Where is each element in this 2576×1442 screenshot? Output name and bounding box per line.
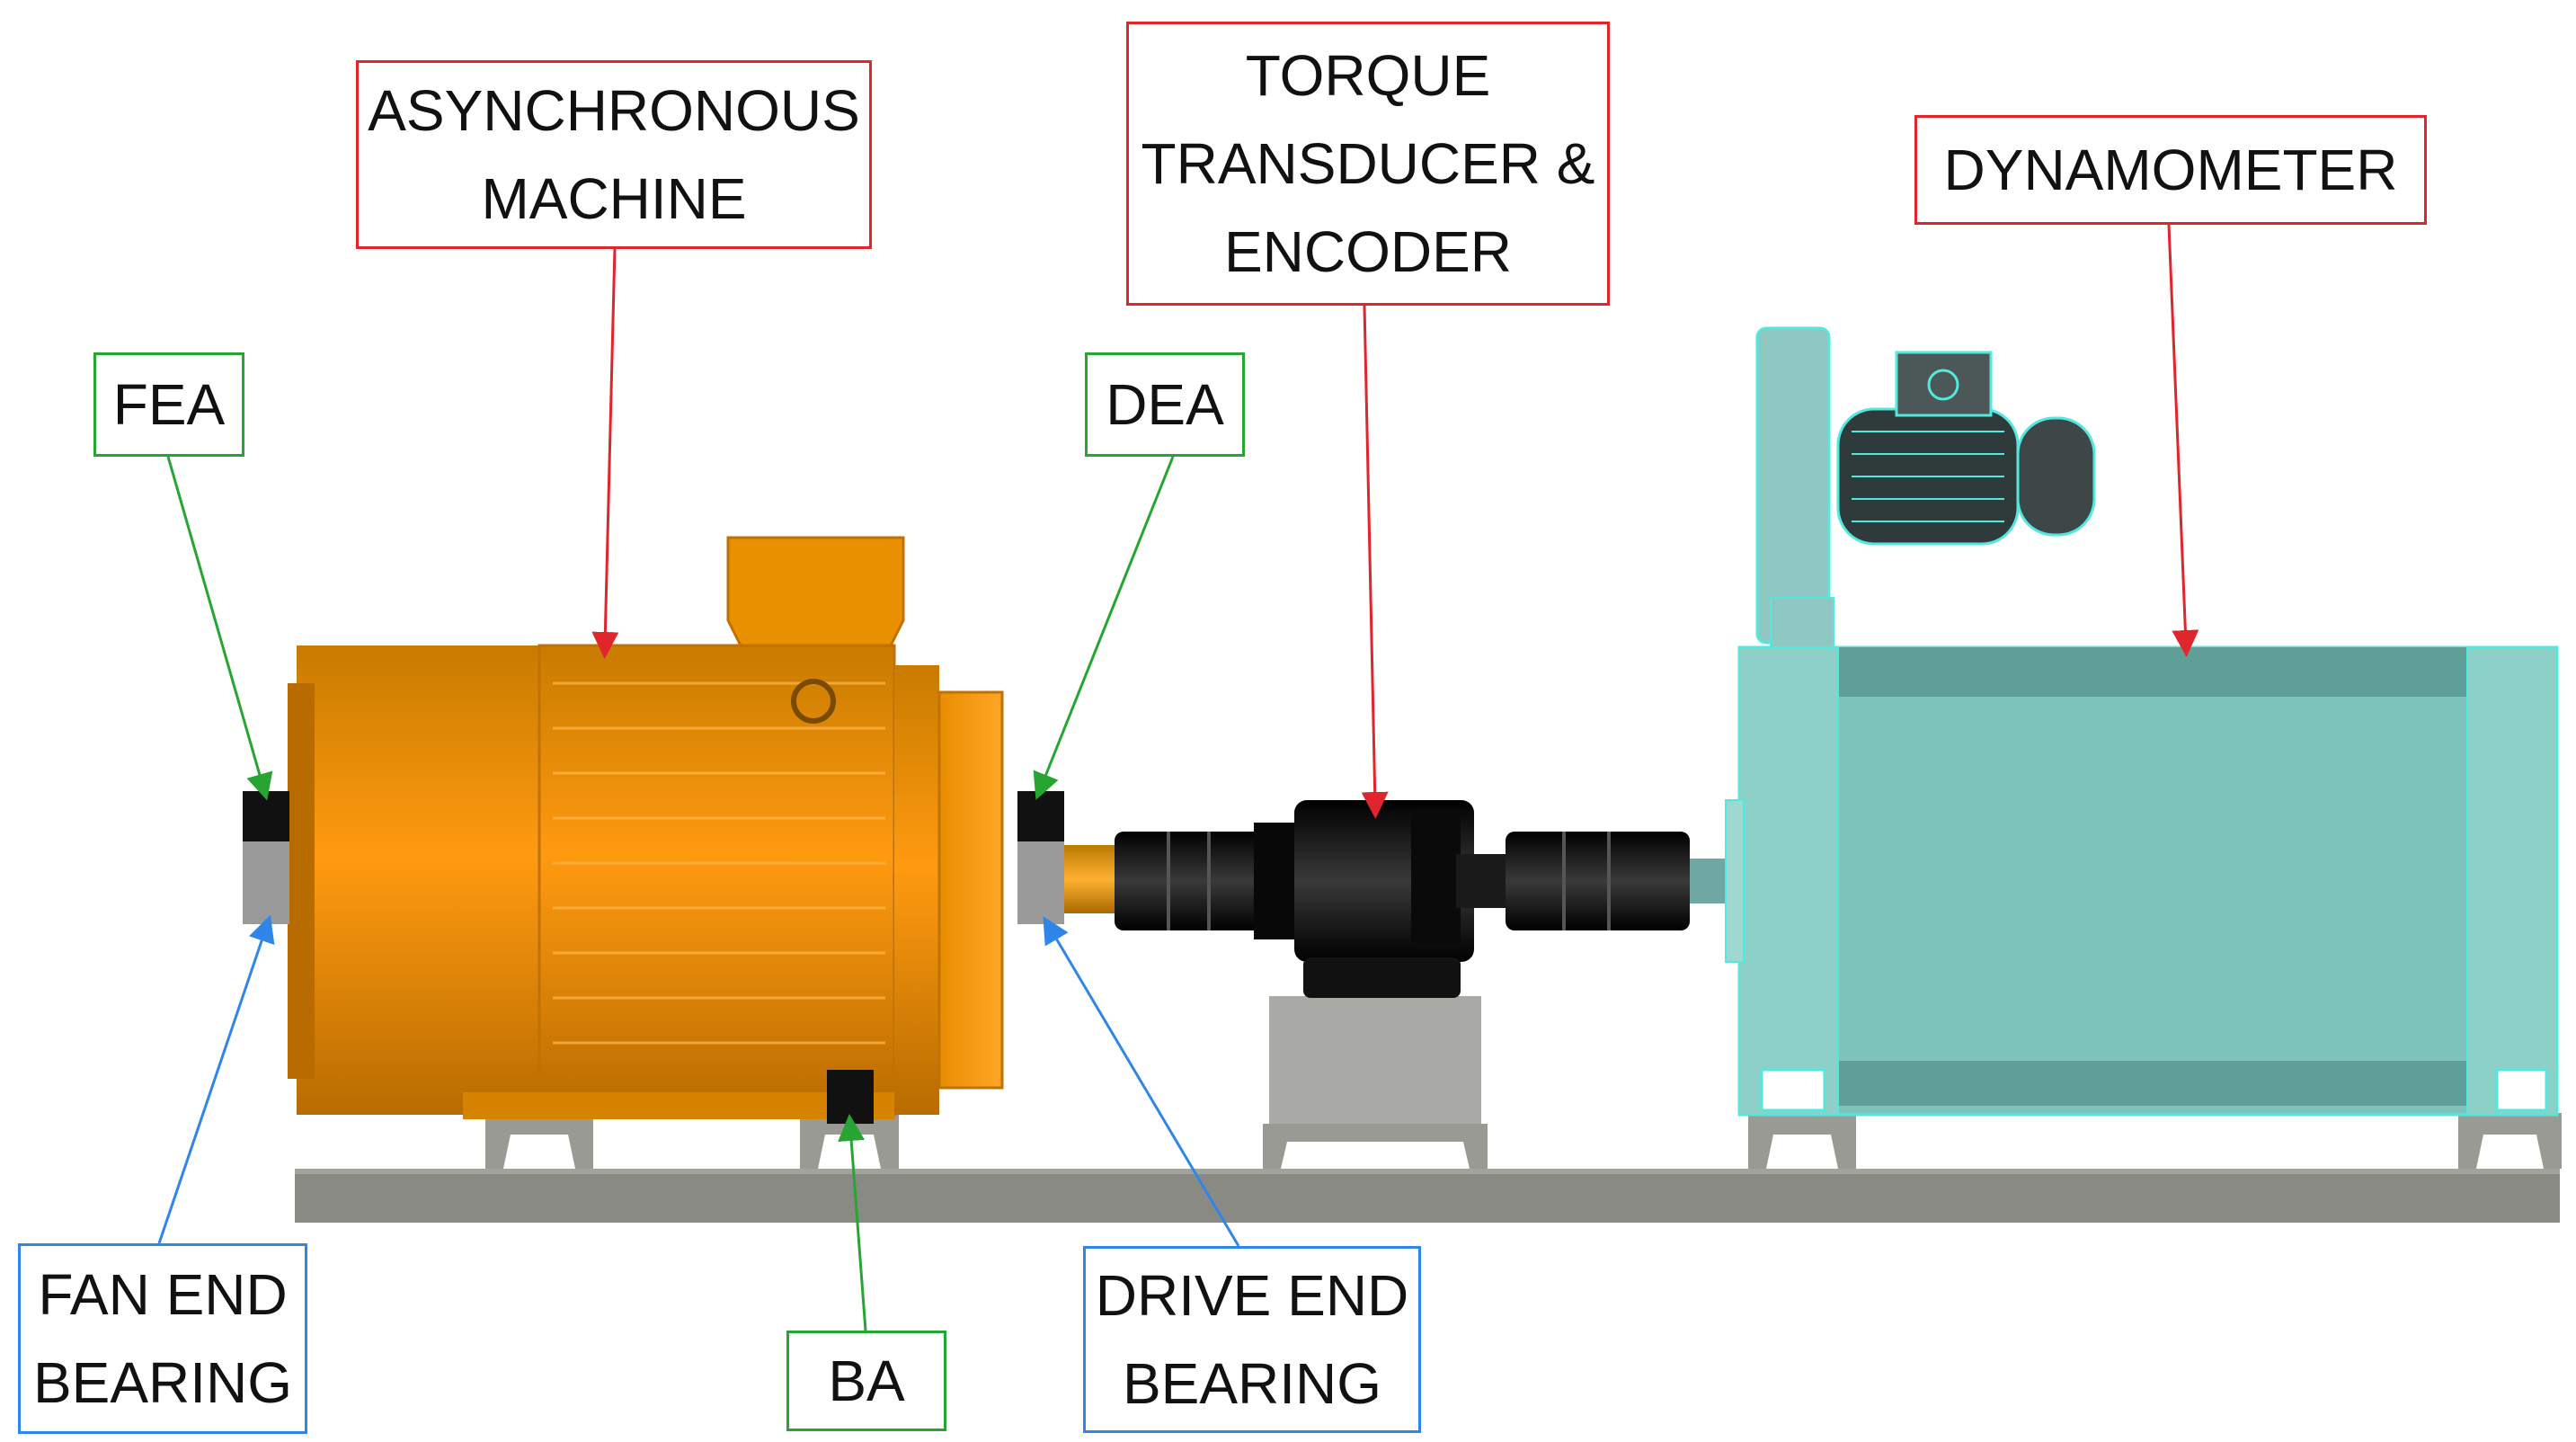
dynamometer-label: DYNAMOMETER <box>1914 115 2427 225</box>
torque-transducer-assembly <box>1115 800 1690 998</box>
drive-end-bearing-block <box>1017 791 1064 924</box>
transducer-pedestal <box>1263 996 1488 1169</box>
leader-lines <box>157 224 2199 1331</box>
leader-ba <box>838 1114 867 1331</box>
dea-label: DEA <box>1085 352 1245 457</box>
ba-sensor <box>827 1070 874 1124</box>
leader-dynamometer <box>2167 224 2199 657</box>
asynchronous-machine-label: ASYNCHRONOUS MACHINE <box>356 60 872 249</box>
leader-drive-end-bearing <box>1043 916 1240 1247</box>
leader-dea <box>1033 456 1175 800</box>
asynchronous-machine <box>288 536 1004 1119</box>
motor-feet <box>485 1113 899 1169</box>
fan-end-bearing-label: FAN END BEARING <box>18 1243 307 1434</box>
ba-label: BA <box>786 1331 946 1431</box>
drive-end-bearing-label: DRIVE END BEARING <box>1083 1246 1421 1433</box>
fea-label: FEA <box>93 352 244 457</box>
leader-asynchronous-machine <box>591 247 619 659</box>
base-rail <box>295 1169 2560 1223</box>
leader-fea <box>166 456 273 801</box>
leader-fan-end-bearing <box>157 914 275 1244</box>
fan-end-bearing-block <box>243 791 289 924</box>
torque-transducer-label: TORQUE TRANSDUCER & ENCODER <box>1126 22 1610 306</box>
leader-torque-transducer <box>1361 305 1389 819</box>
dynamometer <box>1725 326 2562 1169</box>
